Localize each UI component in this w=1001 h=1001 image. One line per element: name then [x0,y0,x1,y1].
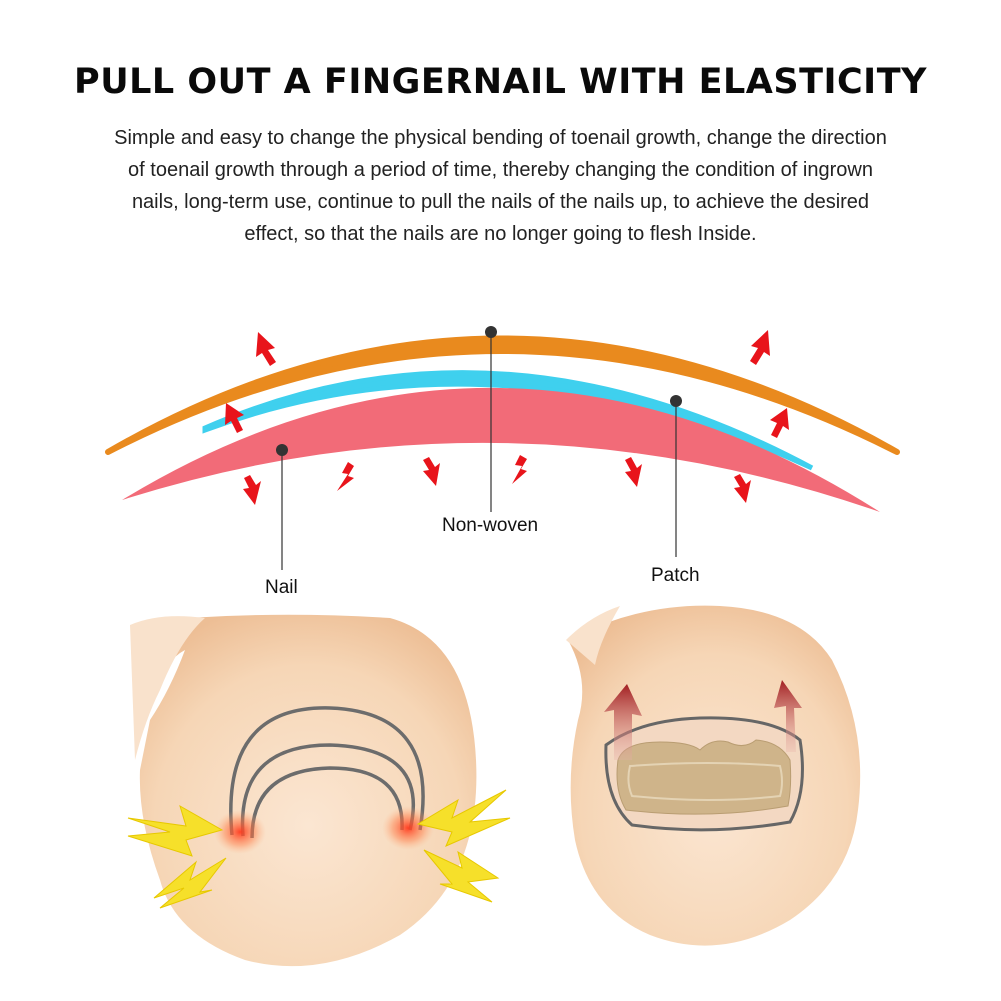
description-text: Simple and easy to change the physical b… [114,127,887,245]
curved-nail-lines [229,706,425,839]
ingrown-toe-illustration [127,614,511,967]
nail-label: Nail [265,577,298,598]
layer-diagram [105,326,900,570]
pain-glow-left [214,810,266,854]
upward-pull-arrow-icon [604,684,642,760]
nail-layer [122,387,880,512]
page-title: PULL OUT A FINGERNAIL WITH ELASTICITY [74,62,927,102]
patched-toe-illustration [566,605,861,946]
inward-arrow-icon [243,455,751,505]
patch-dot [670,395,682,407]
lightning-pain-icon [127,789,511,909]
non-woven-label: Non-woven [442,515,539,536]
non-woven-dot [485,326,497,338]
patch-layer [202,370,814,471]
non-woven-layer [105,335,900,455]
pain-glow-right [382,806,434,850]
upward-pull-arrow-icon [774,680,802,752]
patch-label: Patch [651,565,700,586]
outward-arrow-icon [225,330,789,438]
left-toe-skin [139,614,477,967]
nail-dot [276,444,288,456]
patch-shape [616,739,792,815]
